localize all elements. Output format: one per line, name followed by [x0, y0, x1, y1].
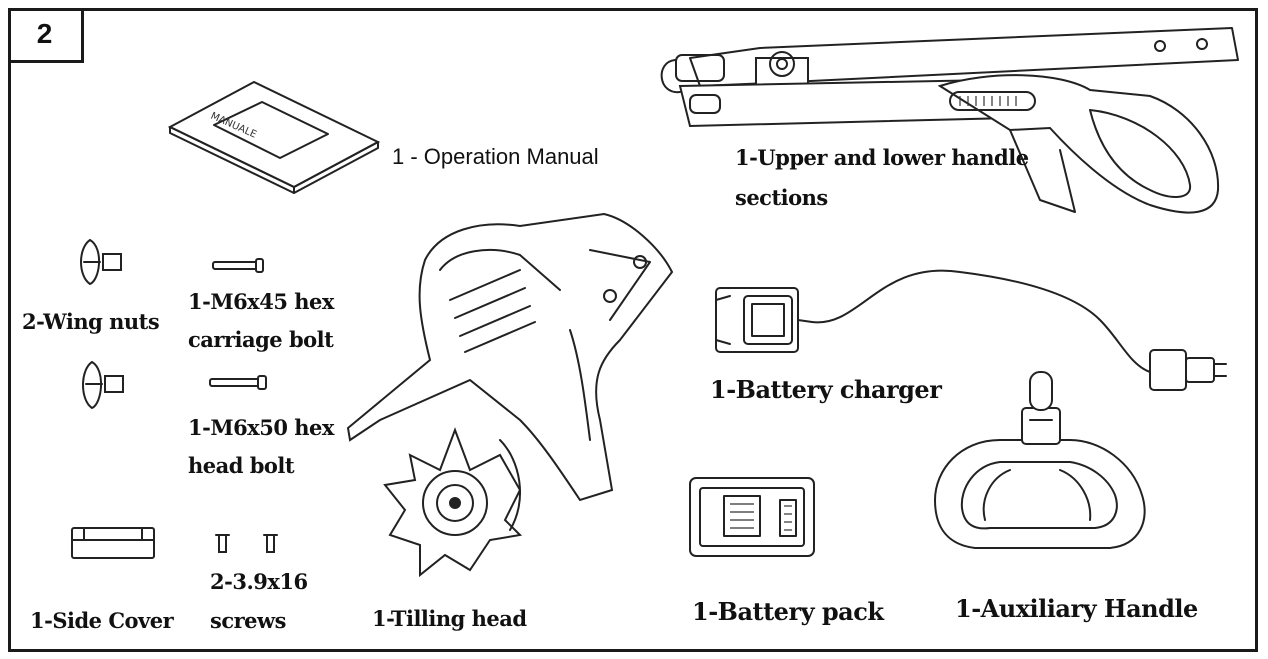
step-number-box: 2	[8, 8, 84, 63]
label-handle-sections-line2: sections	[735, 185, 828, 210]
side-cover-image	[71, 527, 155, 559]
label-head-bolt-line1: 1-M6x50 hex	[188, 415, 334, 440]
label-screws-line1: 2-3.9x16	[210, 569, 308, 594]
label-handle-sections-line1: 1-Upper and lower handle	[735, 145, 1029, 170]
label-operation-manual: 1 - Operation Manual	[392, 144, 599, 169]
step-number: 2	[36, 18, 53, 49]
wing-nuts-image	[80, 238, 124, 410]
handle-sections-image	[660, 27, 1239, 214]
label-battery-charger: 1-Battery charger	[710, 375, 942, 404]
battery-pack-image	[689, 477, 815, 557]
bolts-image	[209, 258, 267, 390]
label-auxiliary-handle: 1-Auxiliary Handle	[955, 594, 1198, 623]
screws-image	[215, 534, 278, 553]
label-head-bolt-line2: head bolt	[188, 453, 295, 478]
label-battery-pack: 1-Battery pack	[692, 597, 884, 626]
label-side-cover: 1-Side Cover	[30, 608, 174, 633]
parts-frame	[8, 8, 1258, 652]
label-carriage-bolt-line1: 1-M6x45 hex	[188, 289, 334, 314]
battery-charger-image	[715, 269, 1227, 391]
operation-manual-image: MANUALE	[167, 80, 381, 194]
label-tilling-head: 1-Tilling head	[372, 606, 527, 631]
label-screws-line2: screws	[210, 608, 286, 633]
tilling-head-image	[346, 212, 674, 578]
label-wing-nuts: 2-Wing nuts	[22, 309, 160, 334]
auxiliary-handle-image	[933, 371, 1146, 549]
label-carriage-bolt-line2: carriage bolt	[188, 327, 334, 352]
